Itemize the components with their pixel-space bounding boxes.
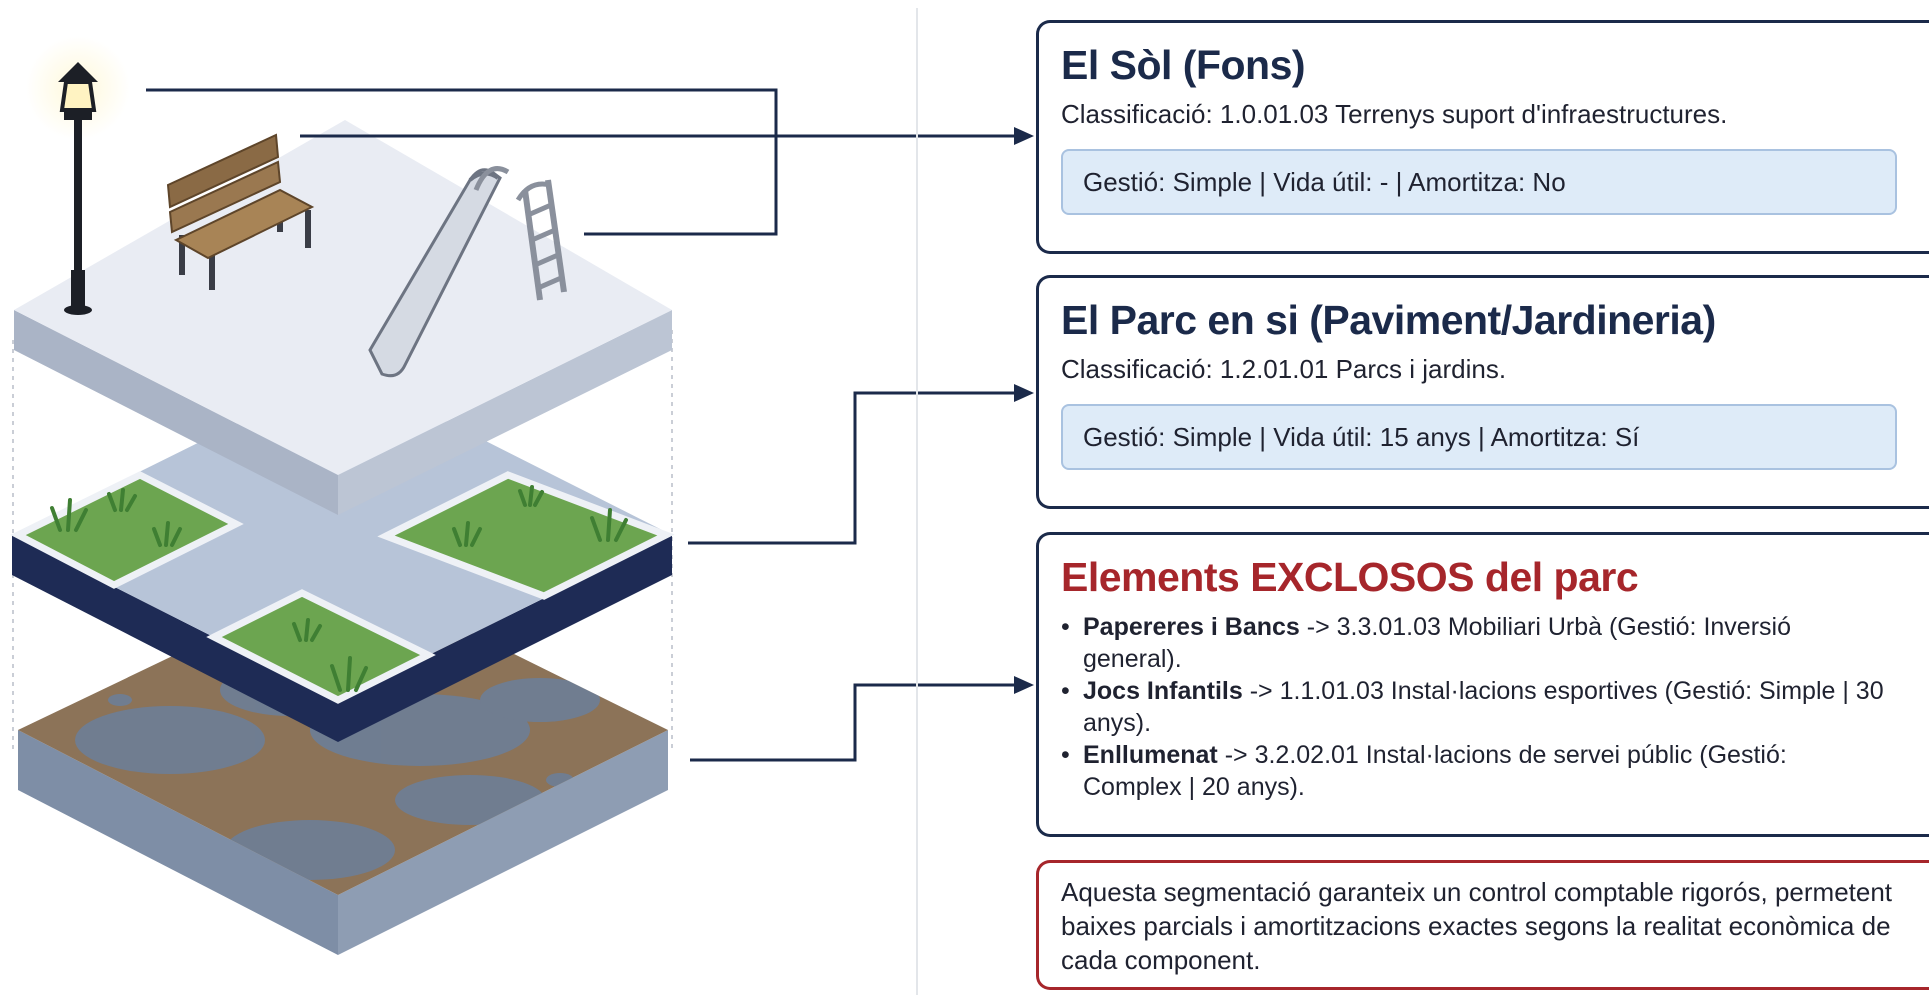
panel-sol-info-box: Gestió: Simple | Vida útil: - | Amortitz… <box>1061 149 1897 215</box>
connector-arrowheads <box>1014 127 1034 694</box>
connector-lamp-bracket <box>146 88 778 236</box>
bullet: • <box>1061 677 1070 705</box>
excluded-item-name: Jocs Infantils <box>1083 677 1243 705</box>
excluded-list: • Papereres i Bancs -> 3.3.01.03 Mobiliar… <box>1061 611 1907 803</box>
bullet: • <box>1061 613 1070 641</box>
panel-excluded-title: Elements EXCLOSOS del parc <box>1061 554 1639 600</box>
panel-parc: El Parc en si (Paviment/Jardineria) Clas… <box>1036 275 1929 509</box>
slide-icon <box>368 166 567 378</box>
list-item: • Enllumenat -> 3.2.02.01 Instal·lacions … <box>1061 739 1907 803</box>
bullet: • <box>1061 741 1070 769</box>
panel-sol: El Sòl (Fons) Classificació: 1.0.01.03 T… <box>1036 20 1929 254</box>
panel-parc-title: El Parc en si (Paviment/Jardineria) <box>1061 297 1716 343</box>
street-lamp-icon <box>26 36 130 315</box>
panel-parc-classification: Classificació: 1.2.01.01 Parcs i jardins… <box>1061 354 1507 384</box>
bench-icon <box>166 133 315 290</box>
vertical-divider <box>916 8 918 995</box>
panel-excluded: Elements EXCLOSOS del parc • Papereres i … <box>1036 532 1929 837</box>
garden-beds <box>10 471 675 704</box>
excluded-item-name: Papereres i Bancs <box>1083 613 1300 641</box>
connector-lines <box>146 88 1016 762</box>
excluded-item-detail: -> 3.2.02.01 Instal·lacions de servei pú… <box>1083 741 1787 801</box>
list-item: • Jocs Infantils -> 1.1.01.03 Instal·laci… <box>1061 675 1907 739</box>
conclusion-note: Aquesta segmentació garanteix un control… <box>1036 860 1929 990</box>
excluded-item-detail: -> 3.3.01.03 Mobiliari Urbà (Gestió: Inv… <box>1083 613 1791 673</box>
panel-sol-title: El Sòl (Fons) <box>1061 42 1306 88</box>
panel-parc-info-box: Gestió: Simple | Vida útil: 15 anys | Am… <box>1061 404 1897 470</box>
arrow-excl <box>1014 676 1034 694</box>
connector-parc <box>688 391 1016 545</box>
park-paving-layer <box>10 370 675 742</box>
excluded-item-detail: -> 1.1.01.03 Instal·lacions esportives (… <box>1083 677 1884 737</box>
panel-sol-classification: Classificació: 1.0.01.03 Terrenys suport… <box>1061 99 1728 129</box>
arrow-sol <box>1014 127 1034 145</box>
connector-soil <box>690 683 1016 762</box>
arrow-parc <box>1014 384 1034 402</box>
list-item: • Papereres i Bancs -> 3.3.01.03 Mobiliar… <box>1061 611 1907 675</box>
grass-icon <box>50 485 628 692</box>
top-slab-layer <box>14 120 672 515</box>
excluded-item-name: Enllumenat <box>1083 741 1218 769</box>
